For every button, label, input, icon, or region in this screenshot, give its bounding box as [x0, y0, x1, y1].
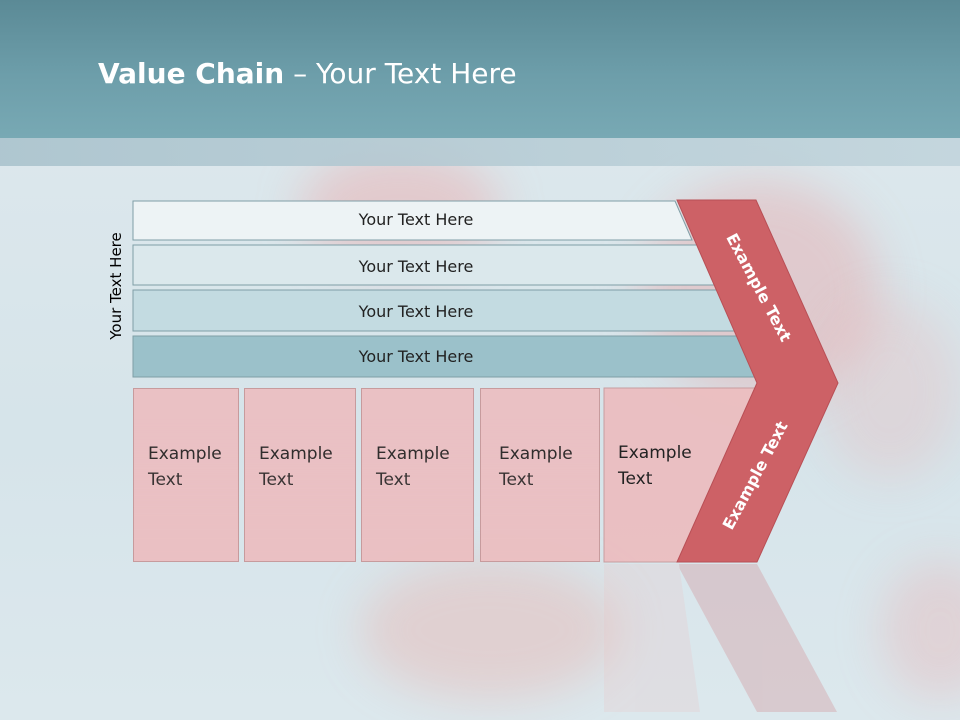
title-rest: – Your Text Here: [284, 57, 517, 90]
background-blob: [820, 300, 960, 480]
cell-text-line1: Example: [618, 443, 692, 463]
cell-text-line2: Text: [259, 467, 339, 493]
cell-text-line1: Example: [499, 441, 579, 467]
cell-text-line2: Text: [499, 467, 579, 493]
support-bar-1: [132, 200, 693, 241]
cell-text-line2: Text: [376, 467, 456, 493]
support-bar-label: Your Text Here: [358, 347, 474, 366]
cell-text-line2: Text: [618, 469, 653, 489]
primary-cell-3: Example Text: [361, 388, 474, 562]
cell-text-line2: Text: [148, 467, 228, 493]
margin-chevron: [676, 199, 839, 563]
slide-title: Value Chain – Your Text Here: [98, 52, 517, 96]
cell-text-line1: Example: [376, 441, 456, 467]
title-bold: Value Chain: [98, 57, 285, 90]
reflection-cell: [133, 412, 239, 562]
background-blob: [360, 560, 620, 700]
title-header: [0, 0, 960, 138]
primary-cell-2: Example Text: [244, 388, 356, 562]
support-bar-label: Your Text Here: [358, 302, 474, 321]
header-band: [0, 138, 960, 166]
reflection-cell: [361, 412, 474, 562]
support-bar-label: Your Text Here: [358, 210, 474, 229]
cards-reflection: [0, 412, 960, 562]
reflection-cell: [480, 412, 600, 562]
cell-text-line1: Example: [148, 441, 228, 467]
reflection-cell: [244, 412, 356, 562]
primary-cell-1: Example Text: [133, 388, 239, 562]
primary-cell-4: Example Text: [480, 388, 600, 562]
diagram-reflection: [604, 564, 837, 712]
primary-cell-5-text: Example Text: [604, 388, 694, 562]
cell-text-line1: Example: [259, 441, 339, 467]
support-bar-label: Your Text Here: [358, 257, 474, 276]
